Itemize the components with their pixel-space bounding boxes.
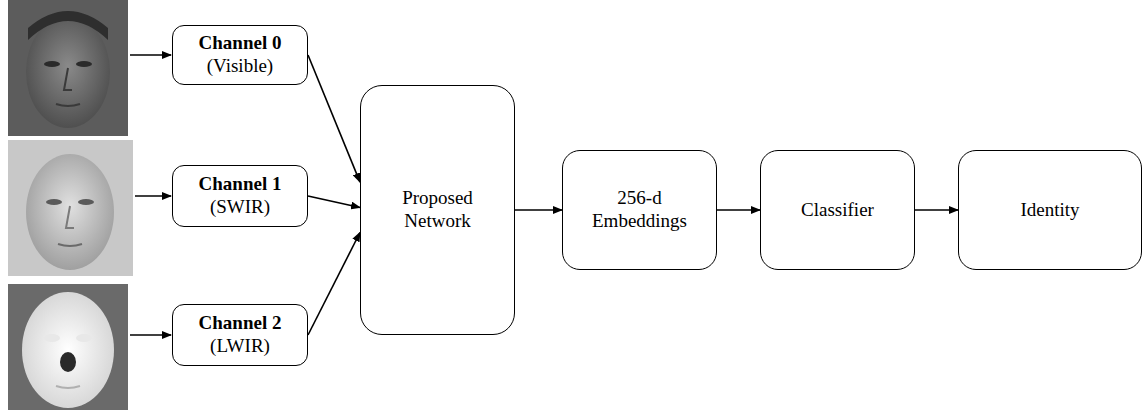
input-arrow: [135, 195, 171, 197]
text-group: Channel 2(LWIR): [199, 312, 282, 358]
flow-arrow: [308, 233, 360, 336]
box-sublabel: (LWIR): [210, 335, 270, 358]
text-group: Channel 1(SWIR): [199, 173, 282, 219]
embedding-box: 256-d Embeddings: [562, 150, 717, 270]
identity-box: Identity: [958, 150, 1142, 270]
box-label: 256-d Embeddings: [585, 187, 695, 233]
channel-box: Channel 1(SWIR): [172, 165, 308, 227]
input-arrow: [130, 54, 171, 56]
box-label: Classifier: [801, 199, 874, 222]
lwir-face: [8, 284, 128, 410]
box-label: Identity: [1020, 199, 1079, 222]
text-group: Classifier: [801, 199, 874, 222]
box-label: Channel 1: [199, 173, 282, 196]
input-arrow: [130, 334, 171, 336]
box-label: Channel 0: [199, 32, 282, 55]
channel-box: Channel 2(LWIR): [172, 304, 308, 366]
flow-arrow: [308, 55, 360, 182]
flow-arrow: [515, 209, 562, 211]
flow-arrow: [717, 209, 760, 211]
flow-arrow: [915, 209, 958, 211]
classifier-box: Classifier: [760, 150, 915, 270]
box-sublabel: (SWIR): [210, 196, 270, 219]
text-group: 256-d Embeddings: [585, 187, 695, 233]
text-group: Identity: [1020, 199, 1079, 222]
text-group: Channel 0(Visible): [199, 32, 282, 78]
channel-box: Channel 0(Visible): [172, 25, 308, 85]
swir-face: [8, 140, 133, 276]
flow-arrow: [308, 196, 360, 207]
box-label: Proposed Network: [388, 187, 488, 233]
visible-face: [8, 0, 128, 136]
network-box: Proposed Network: [360, 85, 515, 335]
box-label: Channel 2: [199, 312, 282, 335]
text-group: Proposed Network: [388, 187, 488, 233]
box-sublabel: (Visible): [207, 55, 273, 78]
